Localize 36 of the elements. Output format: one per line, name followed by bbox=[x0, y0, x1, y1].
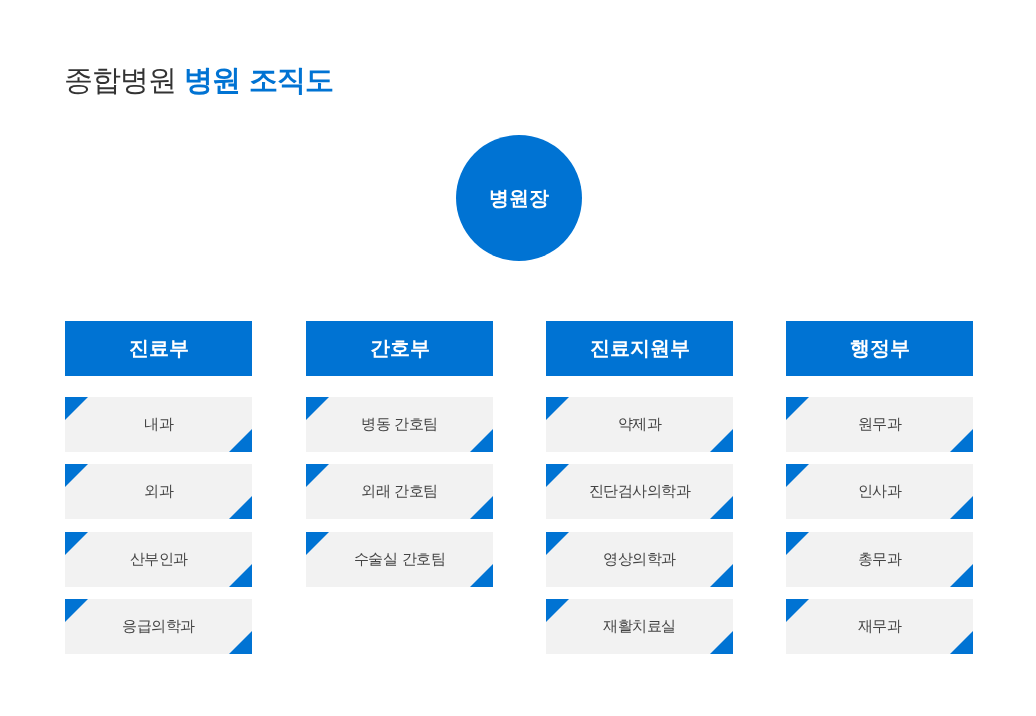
section-box bbox=[65, 397, 252, 452]
department-header: 진료부 bbox=[65, 321, 252, 376]
section-name: 약제과 bbox=[617, 415, 662, 434]
section-name: 영상의학과 bbox=[603, 550, 676, 569]
title: 종합병원 병원 조직도 bbox=[64, 62, 334, 99]
section-box bbox=[546, 397, 733, 452]
section-box bbox=[546, 464, 733, 519]
section-box bbox=[65, 464, 252, 519]
section-name: 외래 간호팀 bbox=[361, 482, 438, 501]
section-name: 수술실 간호팀 bbox=[353, 550, 446, 569]
department-header: 진료지원부 bbox=[546, 321, 733, 376]
section-box bbox=[786, 397, 973, 452]
section-box bbox=[786, 532, 973, 587]
section-box bbox=[65, 532, 252, 587]
section-name: 재무과 bbox=[857, 617, 902, 636]
director-circle: 병원장 bbox=[456, 135, 582, 261]
section-box bbox=[306, 532, 493, 587]
section-name: 외과 bbox=[144, 482, 173, 501]
section-box bbox=[786, 464, 973, 519]
section-box bbox=[65, 599, 252, 654]
section-box bbox=[306, 397, 493, 452]
section-name: 총무과 bbox=[857, 550, 902, 569]
section-name: 내과 bbox=[144, 415, 173, 434]
section-box bbox=[546, 599, 733, 654]
department-header: 행정부 bbox=[786, 321, 973, 376]
section-name: 원무과 bbox=[857, 415, 902, 434]
section-name: 재활치료실 bbox=[603, 617, 676, 636]
department-header: 간호부 bbox=[306, 321, 493, 376]
section-box bbox=[786, 599, 973, 654]
section-name: 병동 간호팀 bbox=[361, 415, 438, 434]
section-box bbox=[546, 532, 733, 587]
section-name: 인사과 bbox=[857, 482, 902, 501]
section-name: 산부인과 bbox=[129, 550, 188, 569]
section-name: 진단검사의학과 bbox=[588, 482, 691, 501]
section-name: 응급의학과 bbox=[122, 617, 195, 636]
section-box bbox=[306, 464, 493, 519]
